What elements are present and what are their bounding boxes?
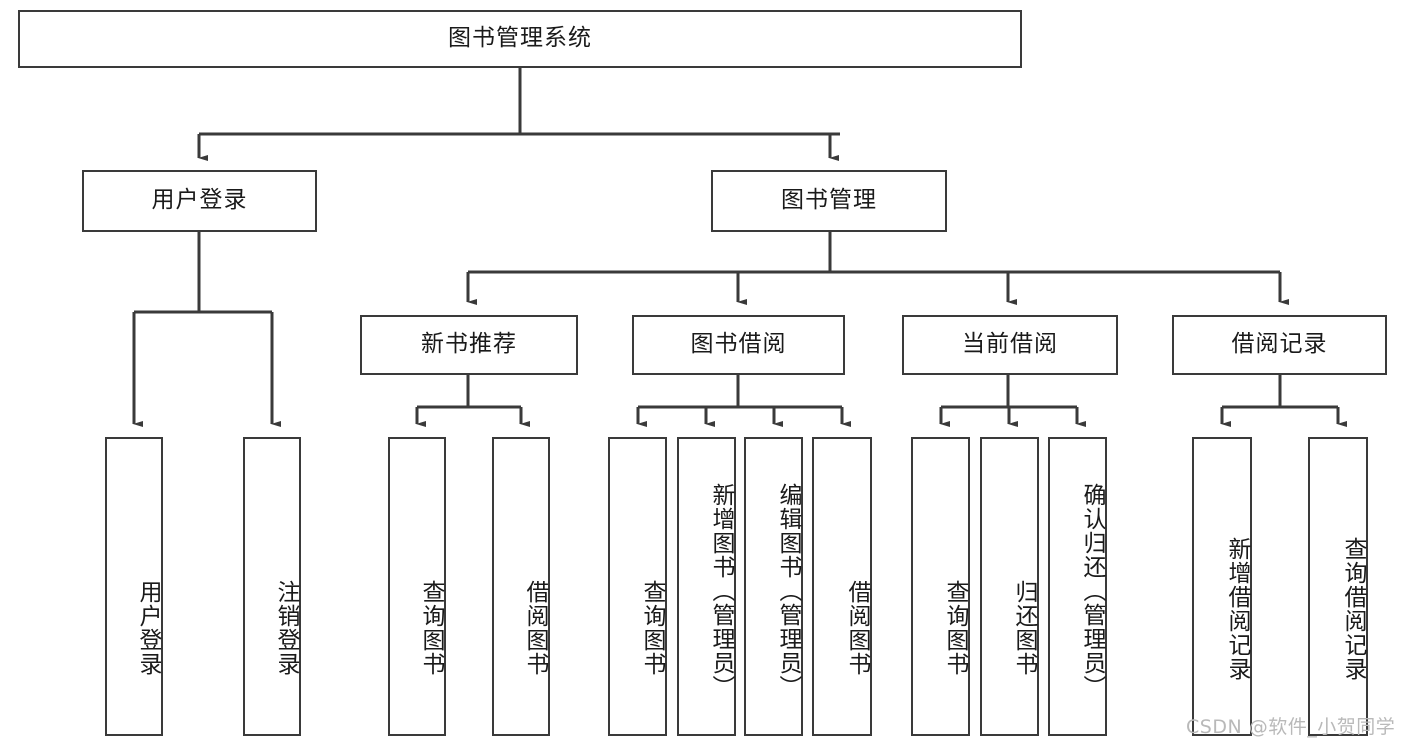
leaf-query-borrow-record[interactable]: 查询借阅记录 [1308,437,1368,736]
node-new-book-recommend[interactable]: 新书推荐 [360,315,578,375]
node-label: 图书管理系统 [448,25,592,52]
node-label: 新书推荐 [421,331,517,358]
node-label: 当前借阅 [962,331,1058,358]
node-root-book-management-system[interactable]: 图书管理系统 [18,10,1022,68]
leaf-query-book-current[interactable]: 查询图书 [911,437,970,736]
node-label: 查询借阅记录 [1340,536,1366,681]
node-label: 新增借阅记录 [1224,536,1250,681]
node-label: 借阅图书 [844,579,870,676]
leaf-add-borrow-record[interactable]: 新增借阅记录 [1192,437,1252,736]
node-label: 确认归还（管理员） [1079,482,1105,699]
node-current-borrow[interactable]: 当前借阅 [902,315,1118,375]
leaf-return-book[interactable]: 归还图书 [980,437,1039,736]
node-label: 编辑图书（管理员） [775,482,801,699]
node-label: 借阅记录 [1231,331,1328,358]
leaf-query-book-recommend[interactable]: 查询图书 [388,437,446,736]
leaf-borrow-book-borrow[interactable]: 借阅图书 [812,437,872,736]
node-label: 图书管理 [781,187,877,214]
csdn-watermark: CSDN @软件_小贺同学 [1186,716,1396,738]
node-book-borrow[interactable]: 图书借阅 [632,315,845,375]
node-label: 图书借阅 [690,331,787,358]
leaf-confirm-return-admin[interactable]: 确认归还（管理员） [1048,437,1107,736]
node-label: 归还图书 [1011,579,1037,676]
leaf-edit-book-admin[interactable]: 编辑图书（管理员） [744,437,803,736]
leaf-logout-login[interactable]: 注销登录 [243,437,301,736]
leaf-borrow-book-recommend[interactable]: 借阅图书 [492,437,550,736]
node-label: 注销登录 [273,579,299,676]
node-user-login[interactable]: 用户登录 [82,170,317,232]
node-label: 用户登录 [151,187,248,214]
node-book-management[interactable]: 图书管理 [711,170,947,232]
node-borrow-record[interactable]: 借阅记录 [1172,315,1387,375]
node-label: 查询图书 [942,579,968,676]
node-label: 用户登录 [135,579,161,676]
node-label: 借阅图书 [522,579,548,676]
leaf-user-login[interactable]: 用户登录 [105,437,163,736]
leaf-query-book-borrow[interactable]: 查询图书 [608,437,667,736]
leaf-add-book-admin[interactable]: 新增图书（管理员） [677,437,736,736]
node-label: 查询图书 [639,579,665,676]
node-label: 查询图书 [418,579,444,676]
node-label: 新增图书（管理员） [708,482,734,699]
